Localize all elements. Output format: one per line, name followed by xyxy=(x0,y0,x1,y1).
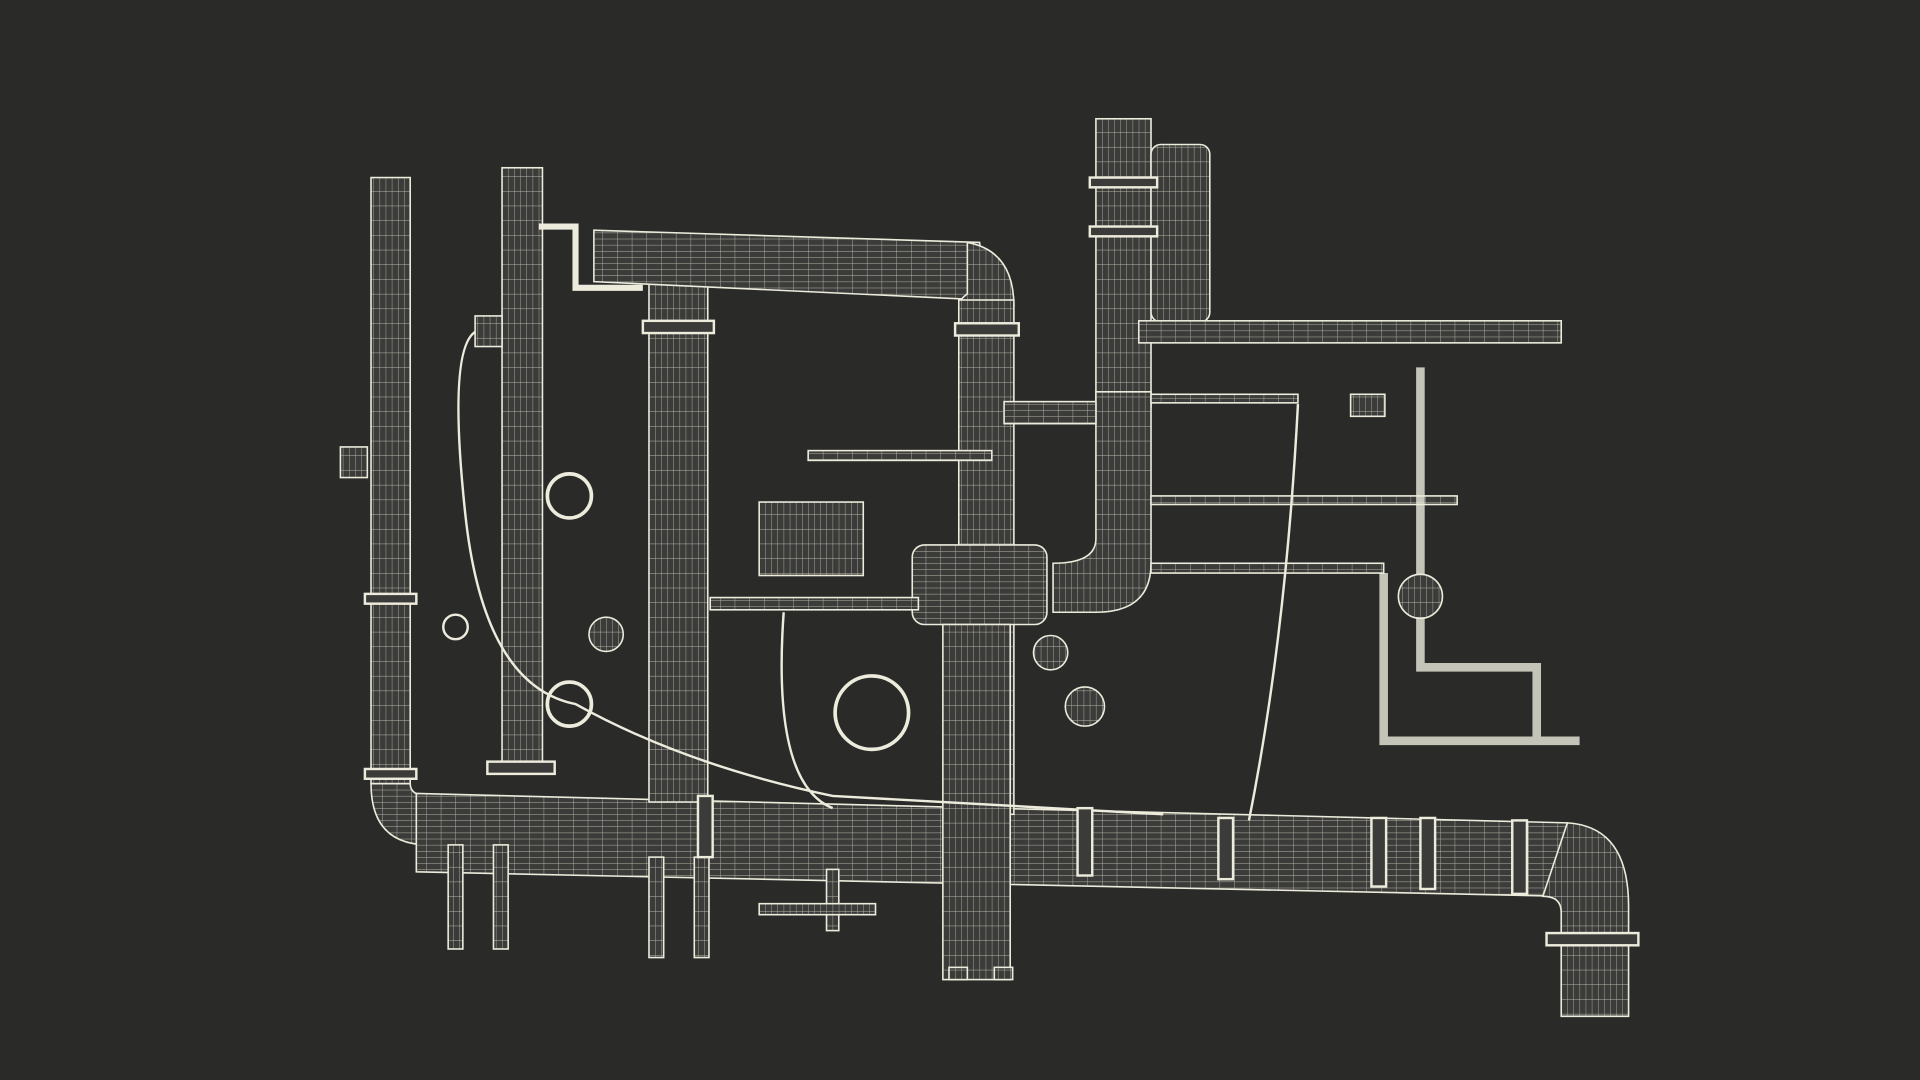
gauge-4 xyxy=(1397,573,1444,620)
tall-pipe-elbow xyxy=(1052,391,1152,614)
handwheel-lower-icon xyxy=(545,680,594,728)
support-legs xyxy=(447,844,1014,981)
sensor-wire-1 xyxy=(457,329,1164,816)
small-pipe-5 xyxy=(807,449,993,462)
handwheel-small-icon xyxy=(442,613,469,641)
sensor-wire-2 xyxy=(780,612,834,810)
gauge-1 xyxy=(588,616,625,653)
sensor-wire-3 xyxy=(1247,404,1300,821)
small-pipe-6 xyxy=(1003,400,1097,425)
control-box xyxy=(758,501,865,577)
tall-pipe xyxy=(1095,117,1152,408)
filter-housing xyxy=(1150,143,1211,323)
sensor-box-2 xyxy=(474,315,503,348)
small-pipe-3 xyxy=(1150,562,1385,574)
loop-elbow xyxy=(957,241,1015,307)
handwheel-center-icon xyxy=(833,674,911,752)
small-pipe-4 xyxy=(709,596,920,611)
vertical-pipe-second xyxy=(501,166,544,769)
small-pipe-2 xyxy=(1150,495,1458,506)
small-pipe-1 xyxy=(1150,393,1299,404)
elbow-right xyxy=(1541,822,1630,1018)
gauge-2 xyxy=(1032,634,1069,671)
right-small-loop xyxy=(1379,367,1580,746)
upper-tube xyxy=(538,223,643,291)
handwheel-upper-icon xyxy=(545,472,594,520)
vertical-pipe-left xyxy=(370,176,412,785)
center-valve-body xyxy=(911,544,1048,626)
flanges xyxy=(363,176,1640,947)
upper-right-pipe xyxy=(1137,320,1563,344)
sensor-box-3 xyxy=(1349,393,1386,418)
gauge-3 xyxy=(1064,686,1106,727)
sensor-box-1 xyxy=(339,446,369,479)
